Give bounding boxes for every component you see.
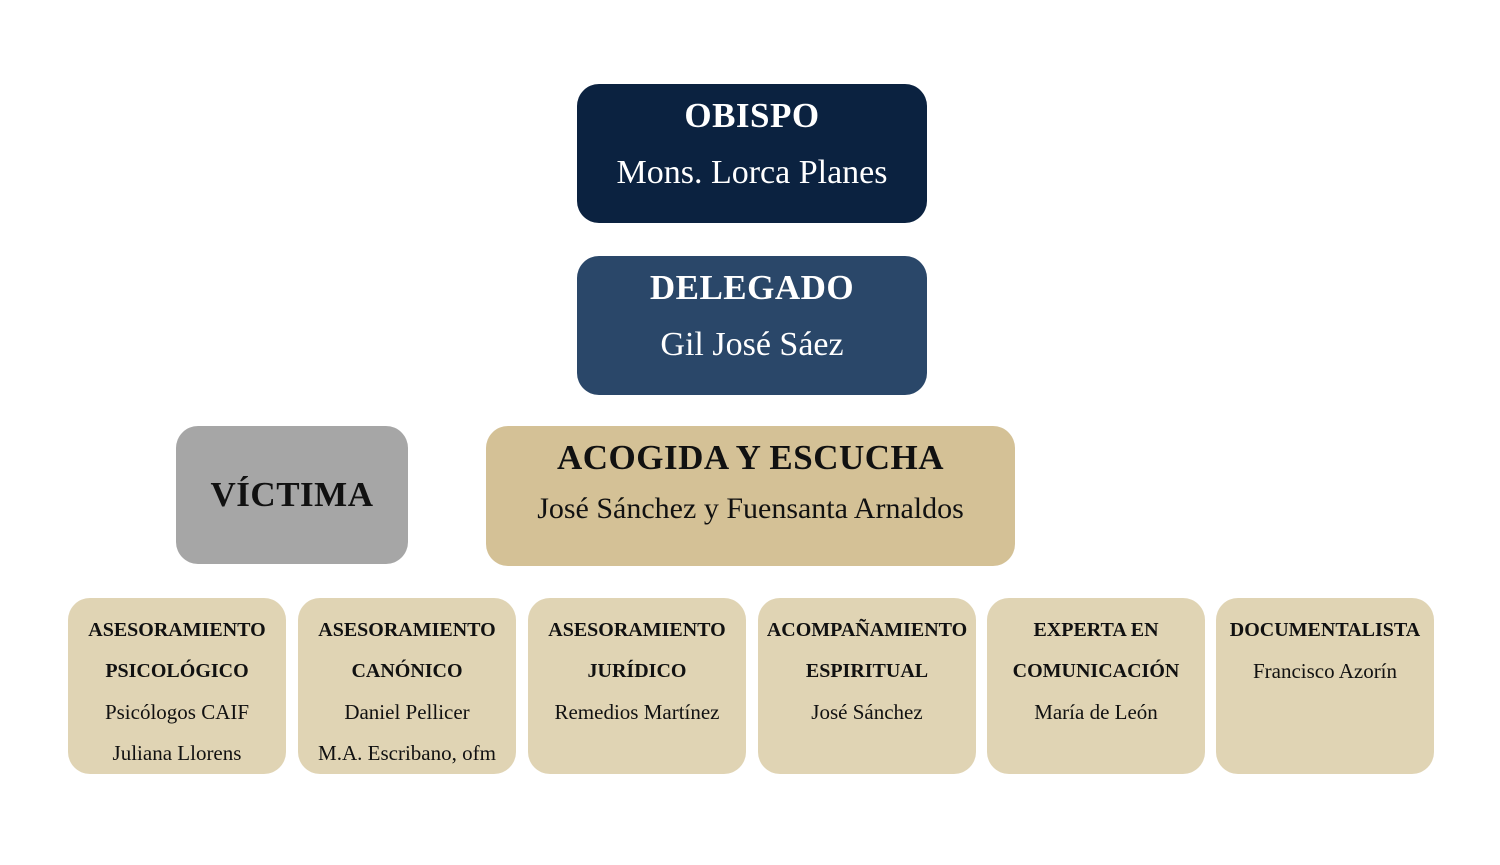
- acogida-title: ACOGIDA Y ESCUCHA: [556, 438, 945, 477]
- victima-title: VÍCTIMA: [210, 475, 374, 514]
- area-member: Daniel Pellicer: [344, 700, 470, 724]
- area-box: DOCUMENTALISTA Francisco Azorín: [1216, 598, 1434, 774]
- area-title: ESPIRITUAL: [805, 660, 929, 682]
- area-title: PSICOLÓGICO: [105, 660, 249, 682]
- area-member: Juliana Llorens: [112, 741, 242, 765]
- area-member: Francisco Azorín: [1252, 659, 1398, 683]
- delegado-name: Gil José Sáez: [660, 326, 844, 363]
- area-title: ASESORAMIENTO: [88, 619, 266, 641]
- area-title: ASESORAMIENTO: [548, 619, 726, 641]
- area-title: DOCUMENTALISTA: [1229, 619, 1421, 641]
- victima-box: VÍCTIMA: [176, 426, 408, 564]
- obispo-title: OBISPO: [684, 96, 820, 135]
- delegado-title: DELEGADO: [649, 268, 855, 307]
- acogida-box: ACOGIDA Y ESCUCHA José Sánchez y Fuensan…: [486, 426, 1015, 566]
- area-title: ASESORAMIENTO: [318, 619, 496, 641]
- area-member: Psicólogos CAIF: [104, 700, 250, 724]
- area-member: José Sánchez: [811, 700, 923, 724]
- delegado-box: DELEGADO Gil José Sáez: [577, 256, 927, 395]
- area-title: CANÓNICO: [351, 660, 463, 682]
- area-member: M.A. Escribano, ofm: [318, 741, 496, 765]
- area-title: ACOMPAÑAMIENTO: [766, 619, 968, 641]
- area-box: ASESORAMIENTO JURÍDICO Remedios Martínez: [528, 598, 746, 774]
- area-box: ASESORAMIENTO PSICOLÓGICO Psicólogos CAIF J…: [68, 598, 286, 774]
- obispo-name: Mons. Lorca Planes: [616, 154, 888, 191]
- area-member: María de León: [1034, 700, 1158, 724]
- area-title: EXPERTA EN: [1033, 619, 1159, 641]
- acogida-name: José Sánchez y Fuensanta Arnaldos: [537, 492, 964, 525]
- area-box: ACOMPAÑAMIENTO ESPIRITUAL José Sánchez: [758, 598, 976, 774]
- area-box: EXPERTA EN COMUNICACIÓN María de León: [987, 598, 1205, 774]
- area-title: JURÍDICO: [587, 660, 687, 682]
- area-member: Remedios Martínez: [554, 700, 720, 724]
- area-title: COMUNICACIÓN: [1012, 660, 1180, 682]
- obispo-box: OBISPO Mons. Lorca Planes: [577, 84, 927, 223]
